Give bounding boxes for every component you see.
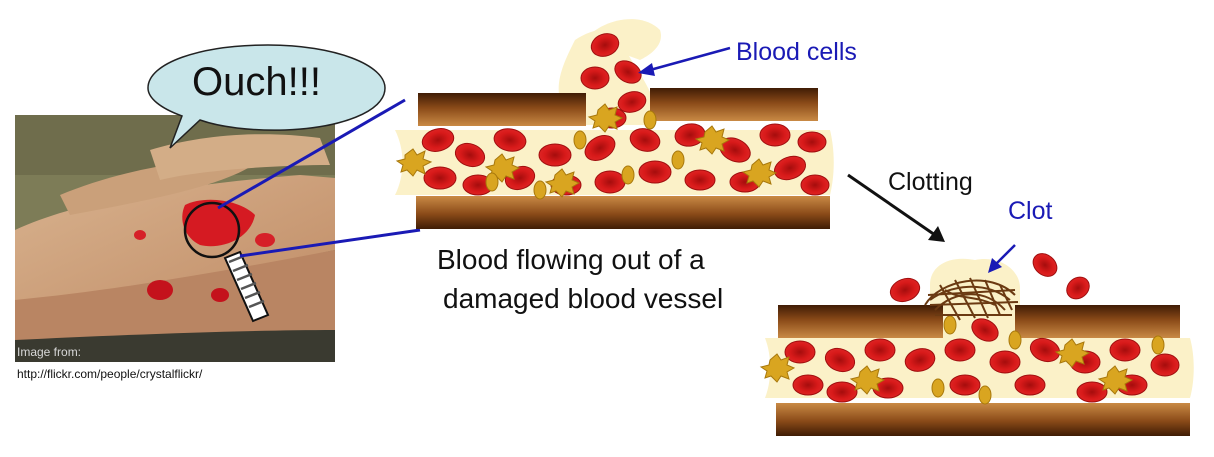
speech-bubble-text: Ouch!!! — [192, 60, 321, 104]
photo-credit-line-2: http://flickr.com/people/crystalflickr/ — [17, 367, 203, 381]
damaged-blood-vessel — [395, 19, 834, 229]
caption-line-2: damaged blood vessel — [443, 283, 724, 314]
blood-cells-pointer-arrow — [638, 46, 731, 76]
photo-credit-line-1: Image from: — [17, 345, 82, 359]
magnifier-lens — [183, 201, 241, 259]
caption-line-1: Blood flowing out of a — [437, 244, 705, 275]
clot-pointer-arrow — [988, 244, 1016, 273]
blood-cells-label: Blood cells — [736, 38, 857, 66]
magnifier-handle — [223, 250, 270, 323]
speech-bubble — [147, 44, 386, 149]
zoom-line-bottom — [239, 228, 421, 258]
clotting-label: Clotting — [888, 168, 973, 196]
fibrin-clot — [924, 277, 1019, 321]
clotted-blood-vessel — [759, 253, 1194, 436]
finger-photo — [15, 115, 335, 362]
clotting-arrow — [847, 173, 945, 242]
zoom-line-top — [217, 98, 406, 210]
clot-label: Clot — [1008, 197, 1053, 225]
